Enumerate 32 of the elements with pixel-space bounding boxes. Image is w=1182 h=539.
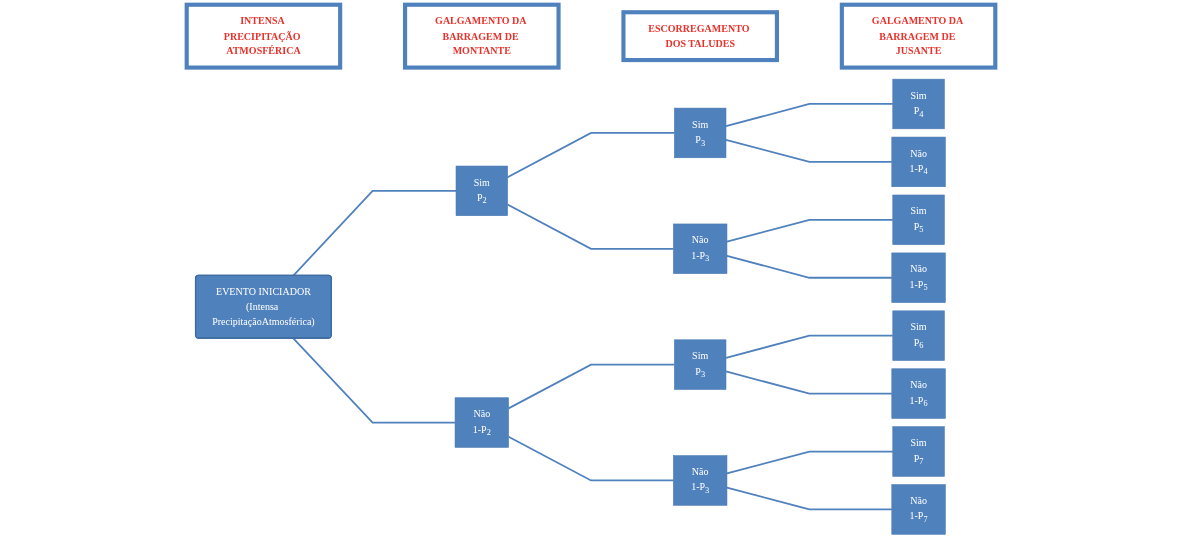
node-box xyxy=(891,252,946,303)
connector xyxy=(725,370,893,395)
node-box xyxy=(891,136,946,188)
node-box xyxy=(892,310,945,361)
node-box xyxy=(839,2,998,70)
node-box xyxy=(454,397,509,448)
node-box xyxy=(891,368,946,419)
connector xyxy=(725,334,894,359)
node-box xyxy=(674,339,727,390)
node-box xyxy=(184,2,343,70)
node-box xyxy=(455,165,508,216)
node-box xyxy=(621,10,779,63)
connector xyxy=(725,103,894,127)
connector xyxy=(726,218,894,243)
node-box xyxy=(892,426,945,477)
connector xyxy=(507,435,675,482)
connector xyxy=(725,138,893,163)
connector xyxy=(506,203,675,250)
node-box xyxy=(892,78,945,130)
node-box xyxy=(891,484,946,535)
connector xyxy=(726,486,893,511)
connector xyxy=(726,450,894,475)
node-box xyxy=(892,194,945,245)
connector xyxy=(506,132,676,179)
node-box xyxy=(674,107,727,159)
node-box xyxy=(673,223,728,274)
connector xyxy=(292,189,457,277)
connector xyxy=(292,337,456,424)
connector xyxy=(726,255,893,279)
node-box xyxy=(673,455,728,506)
connector xyxy=(507,363,676,410)
node-box xyxy=(403,2,561,70)
